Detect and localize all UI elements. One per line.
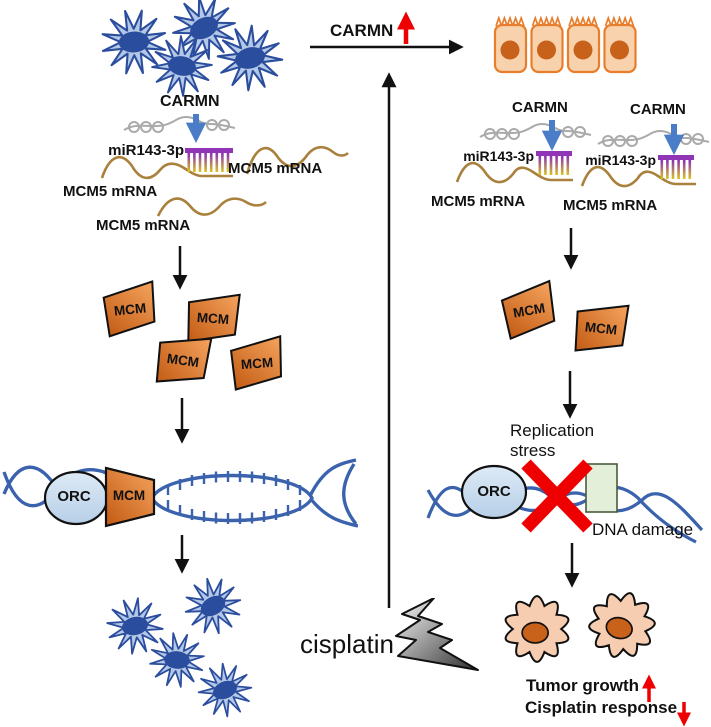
dna-damage-label: DNA damage — [592, 520, 694, 539]
mcm-label: MCM — [584, 318, 618, 338]
mcm-shape — [187, 293, 241, 343]
mcm-label: MCM — [240, 354, 274, 372]
orc-label: ORC — [477, 483, 511, 500]
mcm-helicase-shape — [104, 466, 156, 528]
replication-origin-left — [2, 458, 358, 528]
lightning-bolt-icon — [395, 598, 479, 671]
replication-stress-line2: stress — [510, 441, 556, 461]
epithelial-cells — [493, 15, 637, 74]
mcm-helicase-label: MCM — [112, 488, 146, 503]
carmn-coil-left — [123, 115, 236, 133]
mcm-shape — [574, 304, 630, 352]
cisplatin-response-label: Cisplatin response — [525, 698, 678, 717]
mcm-protein: MCM — [228, 334, 286, 392]
cancer-cell-cluster-top — [93, 0, 285, 102]
mcm5-mrna-wave-bottom — [156, 197, 267, 217]
cisplatin-label: cisplatin — [300, 629, 394, 659]
mcm5-mrna-label: MCM5 mRNA — [228, 160, 323, 177]
carmn-top-label: CARMN — [330, 21, 394, 40]
mcm5-mrna-label: MCM5 mRNA — [431, 193, 526, 210]
carmn-left-label: CARMN — [160, 93, 220, 110]
cancer-cell-cluster-bottom — [103, 572, 255, 720]
tumor-cells — [504, 585, 662, 666]
orc-label: ORC — [57, 488, 91, 505]
mir143-right-label-1: miR143-3p — [463, 148, 534, 164]
epithelial-cell-strip — [493, 15, 637, 74]
mcm5-mrna-wave-right — [245, 145, 349, 175]
mcm-protein: MCM — [100, 279, 159, 338]
carmn-right-label-2: CARMN — [630, 101, 686, 118]
mcm-label: MCM — [511, 299, 547, 321]
mirna-duplex-left — [185, 148, 233, 172]
replication-bubble-rungs — [166, 471, 302, 524]
mir143-left-label: miR143-3p — [108, 142, 184, 159]
mir143-right-label-2: miR143-3p — [585, 152, 656, 168]
mcm-shape — [229, 334, 283, 391]
mirna-duplex-right-2 — [658, 155, 694, 179]
mcm5-mrna-wave-bound-right-2 — [580, 165, 696, 188]
mcm-shape — [155, 337, 213, 383]
mcm5-mrna-label: MCM5 mRNA — [63, 183, 158, 200]
mcm5-mrna-label: MCM5 mRNA — [563, 197, 658, 214]
blocked-cross-icon — [521, 459, 593, 533]
mcm5-mrna-label: MCM5 mRNA — [96, 217, 191, 234]
carmn-right-label-1: CARMN — [512, 99, 568, 116]
replication-stress-label: Replication stress — [510, 421, 594, 462]
mcm-label: MCM — [165, 350, 201, 370]
stalled-replication-right — [426, 459, 704, 544]
dna-damage-box — [585, 463, 618, 513]
mirna-duplex-right-1 — [536, 151, 572, 175]
mcm5-mrna-wave-bound-right-1 — [455, 161, 573, 184]
mcm-protein: MCM — [184, 289, 242, 347]
mcm-shape — [102, 280, 156, 338]
mcm-protein: MCM — [153, 330, 214, 391]
mcm-label: MCM — [113, 299, 147, 319]
mcm-protein: MCM — [498, 279, 561, 342]
carmn-coil-right-1 — [479, 122, 592, 140]
replication-stress-line1: Replication — [510, 421, 595, 440]
orc-complex-shape — [460, 464, 528, 520]
mcm-protein: MCM — [571, 298, 630, 357]
mcm-shape — [500, 279, 556, 340]
tumor-growth-label: Tumor growth — [526, 676, 639, 695]
mcm5-mrna-wave-bound-left — [100, 156, 233, 180]
